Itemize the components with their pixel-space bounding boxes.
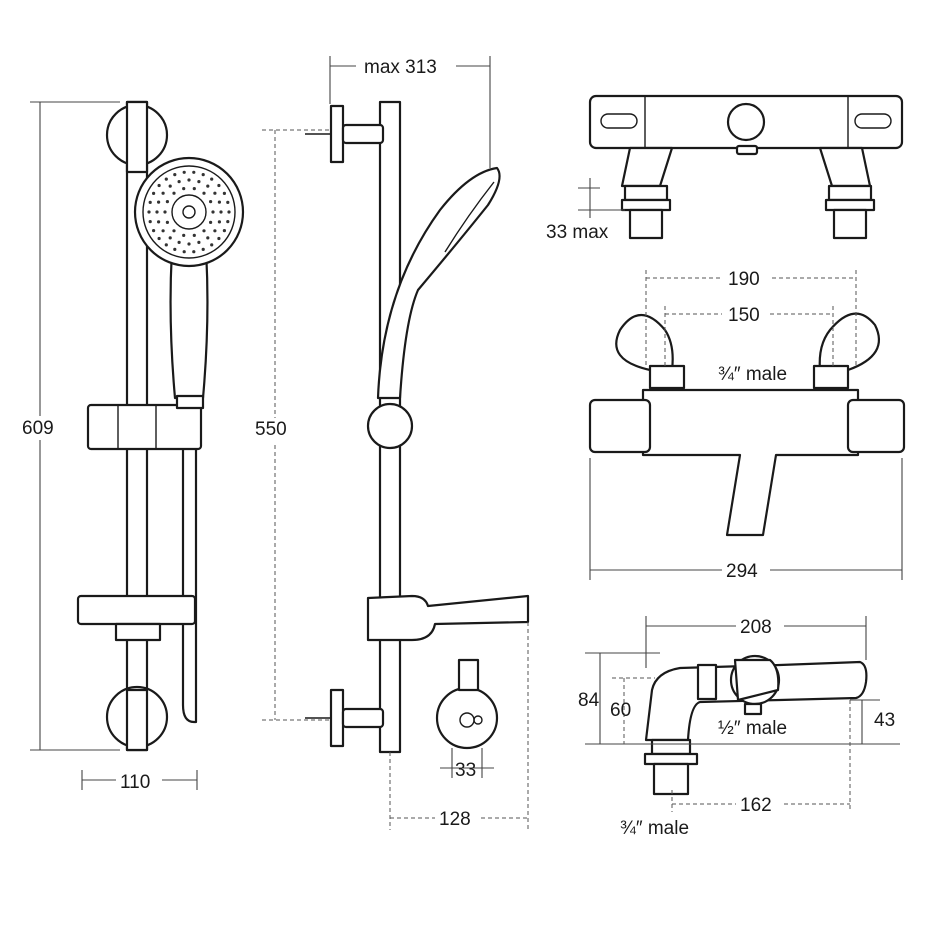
label-43: 43	[874, 710, 895, 731]
label-609: 609	[22, 418, 54, 439]
label-294: 294	[726, 561, 758, 582]
rail-kit-front-view	[76, 100, 245, 752]
label-max-313: max 313	[364, 57, 437, 78]
label-190: 190	[728, 269, 760, 290]
label-male-12: ½″ male	[718, 718, 787, 739]
union-left	[620, 184, 672, 240]
label-150: 150	[728, 305, 760, 326]
label-84: 84	[578, 690, 600, 711]
rail-kit-side-view	[305, 100, 530, 754]
mixer-side-view	[643, 654, 868, 796]
label-208: 208	[740, 617, 772, 638]
label-33: 33	[455, 760, 476, 781]
spray-nozzles	[147, 170, 231, 254]
mixer-top-view	[588, 94, 904, 240]
union-right	[824, 184, 876, 240]
label-33-max: 33 max	[546, 222, 609, 243]
label-60: 60	[610, 700, 631, 721]
dimension-labels: max 313 609 550 110 33 128 33 max 190 15…	[20, 55, 902, 839]
label-550: 550	[255, 419, 287, 440]
label-162: 162	[740, 795, 772, 816]
mixer-front-view	[588, 312, 906, 537]
label-male-34-bottom: ¾″ male	[620, 818, 689, 839]
label-male-34-top: ¾″ male	[718, 364, 787, 385]
label-110: 110	[120, 772, 150, 793]
label-128: 128	[439, 809, 471, 830]
